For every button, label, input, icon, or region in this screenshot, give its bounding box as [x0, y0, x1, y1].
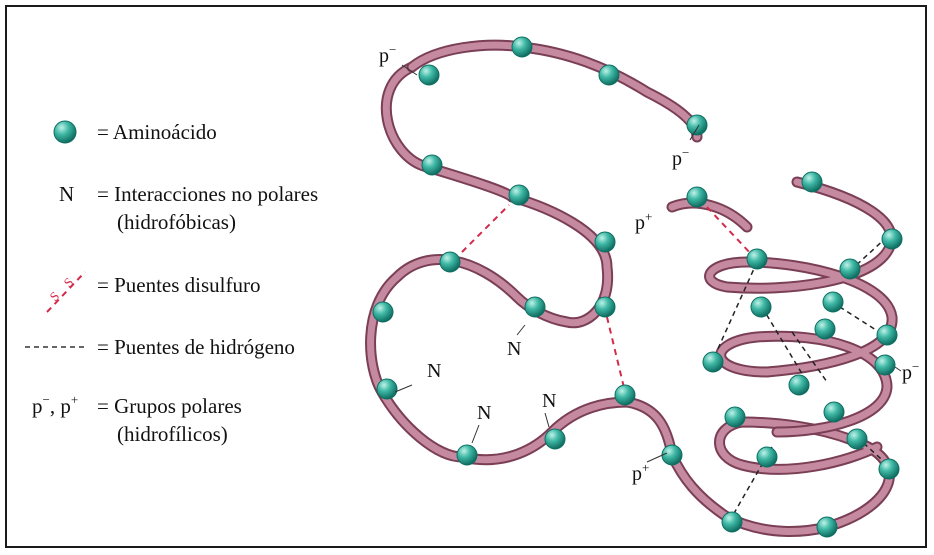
- amino-acid-bead: [418, 64, 440, 86]
- amino-acid-bead: [746, 248, 768, 270]
- hbond-2: [711, 261, 758, 363]
- legend-disulfide-text: = Puentes disulfuro: [97, 273, 261, 297]
- nonpolar-label-1: N: [507, 338, 521, 360]
- amino-acid-bead: [721, 511, 743, 533]
- legend-disulfide-symbol: S S: [46, 271, 86, 313]
- amino-acid-bead: [524, 296, 546, 318]
- disulfide-bridges: [461, 204, 753, 393]
- amino-acid-bead: [876, 324, 898, 346]
- polar-label-mid: p−: [672, 145, 689, 170]
- amino-acid-bead: [874, 354, 896, 376]
- polar-label-mid2: p+: [635, 209, 652, 234]
- nonpolar-label-2: N: [427, 360, 441, 382]
- amino-acid-bead: [686, 186, 708, 208]
- amino-acid-bead: [598, 64, 620, 86]
- nonpolar-label-4: N: [542, 390, 556, 412]
- amino-acid-bead: [376, 378, 398, 400]
- amino-acid-bead: [839, 258, 861, 280]
- amino-acid-bead: [814, 318, 836, 340]
- disulfide-bridge-1: [461, 204, 510, 253]
- legend: = Aminoácido N = Interacciones no polare…: [25, 120, 318, 446]
- polypeptide-chain: [365, 39, 898, 537]
- polar-label-bottom: p+: [632, 460, 649, 485]
- amino-acid-bead: [788, 374, 810, 396]
- amino-acid-bead: [511, 36, 533, 58]
- amino-acid-bead: [421, 154, 443, 176]
- nonpolar-label-3: N: [477, 402, 491, 424]
- legend-polar-text: = Grupos polares: [97, 394, 242, 418]
- amino-acid-bead: [846, 428, 868, 450]
- legend-nonpolar-subtext: (hidrofóbicas): [117, 210, 236, 234]
- hbond-3: [761, 306, 808, 383]
- amino-acid-bead: [456, 444, 478, 466]
- hbond-6: [728, 446, 773, 523]
- amino-acid-bead: [544, 428, 566, 450]
- diagram-labels: p− p− p+ p+ p− N N N N: [379, 42, 919, 485]
- amino-acid-beads: [372, 36, 903, 538]
- amino-acid-bead: [756, 446, 778, 468]
- amino-acid-bead: [881, 228, 903, 250]
- legend-polar-symbol: p−, p+: [32, 392, 78, 418]
- legend-aminoacid-symbol: [53, 120, 77, 144]
- legend-polar-subtext: (hidrofílicos): [117, 422, 228, 446]
- amino-acid-bead: [372, 301, 394, 323]
- amino-acid-bead: [614, 384, 636, 406]
- amino-acid-bead: [594, 231, 616, 253]
- legend-aminoacid-text: = Aminoácido: [97, 120, 217, 144]
- polar-label-right: p−: [902, 359, 919, 384]
- legend-nonpolar-text: = Interacciones no polares: [97, 182, 318, 206]
- figure-frame: = Aminoácido N = Interacciones no polare…: [5, 5, 927, 548]
- svg-text:S: S: [47, 288, 63, 304]
- amino-acid-bead: [822, 291, 844, 313]
- amino-acid-bead: [686, 114, 708, 136]
- polar-label-top-left: p−: [379, 42, 396, 67]
- hbond-5: [791, 331, 828, 383]
- amino-acid-bead: [823, 401, 845, 423]
- amino-acid-bead: [724, 406, 746, 428]
- svg-text:S: S: [61, 274, 77, 290]
- amino-acid-bead: [594, 296, 616, 318]
- protein-structure-diagram: = Aminoácido N = Interacciones no polare…: [25, 36, 919, 538]
- disulfide-bridge-2: [606, 316, 626, 393]
- amino-acid-bead: [508, 184, 530, 206]
- amino-acid-bead: [750, 296, 772, 318]
- legend-hydrogen-text: = Puentes de hidrógeno: [97, 335, 295, 359]
- amino-acid-bead: [702, 351, 724, 373]
- amino-acid-bead: [816, 516, 838, 538]
- amino-acid-bead: [661, 444, 683, 466]
- amino-acid-bead: [439, 251, 461, 273]
- legend-nonpolar-symbol: N: [59, 182, 74, 206]
- amino-acid-bead: [878, 458, 900, 480]
- amino-acid-bead: [801, 171, 823, 193]
